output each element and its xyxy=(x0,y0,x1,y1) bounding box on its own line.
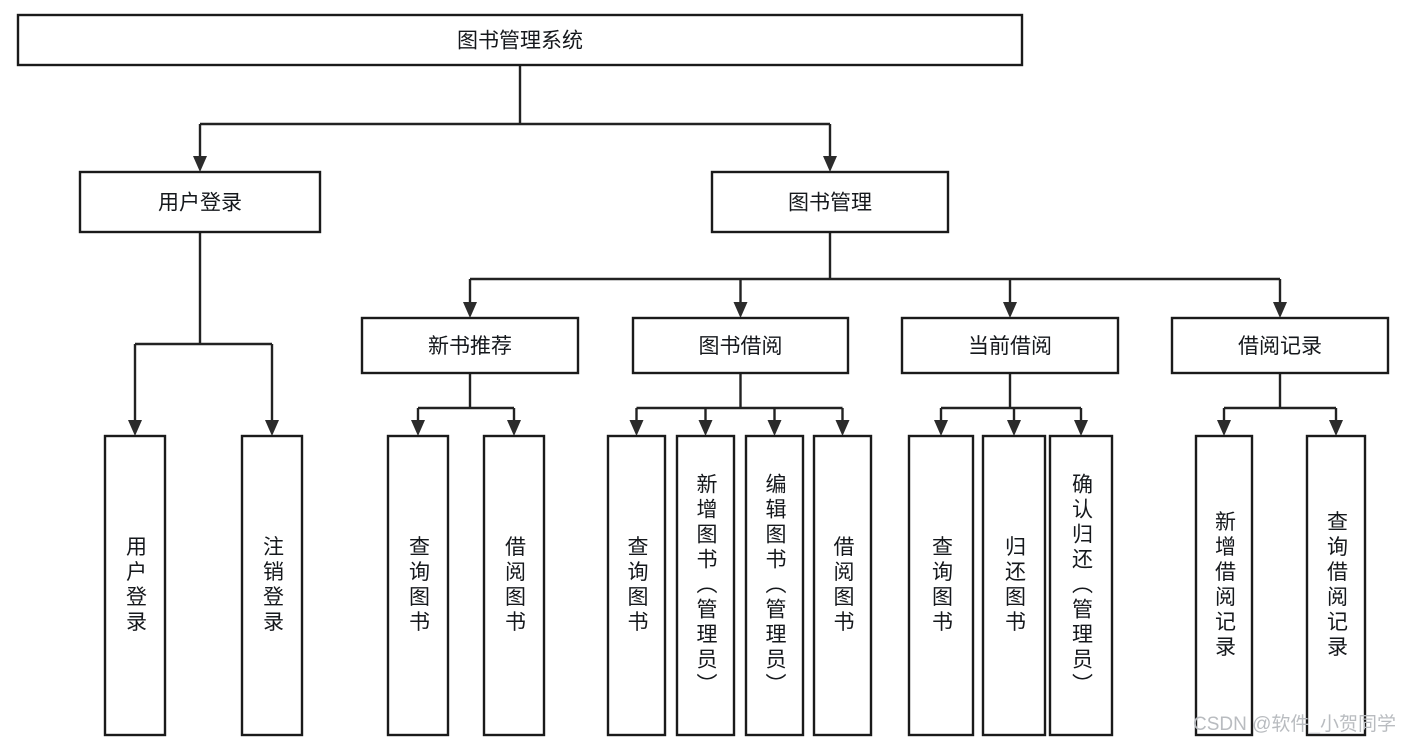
arrow-head-icon xyxy=(1003,302,1017,318)
node-leaf-add-borrow-record[interactable]: 新增借阅记录 xyxy=(1194,434,1254,737)
node-label-leaf-query-book-recommend: 查询图书 xyxy=(407,536,431,636)
node-label-leaf-return-book: 归还图书 xyxy=(1003,536,1027,636)
node-user-login[interactable]: 用户登录 xyxy=(78,170,322,234)
node-box-leaf-query-book-borrow xyxy=(606,434,667,737)
node-box-new-book-recommend xyxy=(360,316,580,375)
node-root[interactable]: 图书管理系统 xyxy=(16,13,1024,67)
arrow-head-icon xyxy=(835,420,850,436)
node-box-leaf-return-book xyxy=(981,434,1047,737)
node-label-leaf-borrow-book-recommend: 借阅图书 xyxy=(503,536,527,636)
csdn-watermark: CSDN @软件_小贺同学 xyxy=(1193,713,1396,735)
node-leaf-query-book-current[interactable]: 查询图书 xyxy=(907,434,975,737)
node-leaf-add-book[interactable]: 新增图书（管理员） xyxy=(675,434,736,737)
node-label-leaf-user-login: 用户登录 xyxy=(124,536,148,636)
node-label-leaf-add-book: 新增图书（管理员） xyxy=(694,473,718,698)
node-leaf-query-borrow-record[interactable]: 查询借阅记录 xyxy=(1305,434,1367,737)
node-box-leaf-add-book xyxy=(675,434,736,737)
connector-group-new-book-recommend xyxy=(411,373,521,436)
node-label-leaf-confirm-return: 确认归还（管理员） xyxy=(1070,473,1094,698)
node-box-book-borrow xyxy=(631,316,850,375)
node-leaf-logout[interactable]: 注销登录 xyxy=(240,434,304,737)
node-box-leaf-edit-book xyxy=(744,434,805,737)
node-label-leaf-query-book-borrow: 查询图书 xyxy=(625,536,649,636)
node-label-borrow-records: 借阅记录 xyxy=(1238,335,1322,358)
node-label-book-borrow: 图书借阅 xyxy=(699,335,783,358)
connector-group-current-borrow xyxy=(934,373,1088,436)
arrow-head-icon xyxy=(698,420,713,436)
node-box-leaf-user-login xyxy=(103,434,167,737)
arrow-head-icon xyxy=(1273,302,1287,318)
arrow-head-icon xyxy=(507,420,521,436)
node-leaf-return-book[interactable]: 归还图书 xyxy=(981,434,1047,737)
node-book-borrow[interactable]: 图书借阅 xyxy=(631,316,850,375)
node-label-leaf-add-borrow-record: 新增借阅记录 xyxy=(1213,511,1237,661)
arrow-head-icon xyxy=(823,156,837,172)
node-leaf-confirm-return[interactable]: 确认归还（管理员） xyxy=(1048,434,1114,737)
arrow-head-icon xyxy=(411,420,425,436)
node-label-new-book-recommend: 新书推荐 xyxy=(428,335,512,358)
node-current-borrow[interactable]: 当前借阅 xyxy=(900,316,1120,375)
node-box-borrow-records xyxy=(1170,316,1390,375)
node-leaf-user-login[interactable]: 用户登录 xyxy=(103,434,167,737)
node-box-leaf-logout xyxy=(240,434,304,737)
node-leaf-query-book-borrow[interactable]: 查询图书 xyxy=(606,434,667,737)
node-box-leaf-query-book-current xyxy=(907,434,975,737)
node-box-leaf-borrow-book-recommend xyxy=(482,434,546,737)
node-leaf-query-book-recommend[interactable]: 查询图书 xyxy=(386,434,450,737)
arrow-head-icon xyxy=(1074,420,1088,436)
arrow-head-icon xyxy=(1217,420,1231,436)
node-new-book-recommend[interactable]: 新书推荐 xyxy=(360,316,580,375)
arrow-head-icon xyxy=(463,302,477,318)
arrow-head-icon xyxy=(934,420,948,436)
node-leaf-borrow-book-recommend[interactable]: 借阅图书 xyxy=(482,434,546,737)
node-leaf-borrow-book[interactable]: 借阅图书 xyxy=(812,434,873,737)
arrow-head-icon xyxy=(733,302,748,318)
node-box-user-login xyxy=(78,170,322,234)
node-box-current-borrow xyxy=(900,316,1120,375)
arrow-head-icon xyxy=(1329,420,1343,436)
connector-group-book-management xyxy=(463,232,1287,318)
connector-group-user-login xyxy=(128,232,279,436)
node-label-leaf-edit-book: 编辑图书（管理员） xyxy=(763,473,787,698)
connector-group-book-borrow xyxy=(629,373,850,436)
node-label-current-borrow: 当前借阅 xyxy=(968,335,1052,358)
node-label-leaf-query-book-current: 查询图书 xyxy=(930,536,954,636)
arrow-head-icon xyxy=(767,420,782,436)
node-label-user-login: 用户登录 xyxy=(158,192,242,215)
node-label-root: 图书管理系统 xyxy=(457,30,583,53)
node-label-book-management: 图书管理 xyxy=(788,192,872,215)
arrow-head-icon xyxy=(265,420,279,436)
node-leaf-edit-book[interactable]: 编辑图书（管理员） xyxy=(744,434,805,737)
connector-group-root xyxy=(193,65,837,172)
arrow-head-icon xyxy=(193,156,207,172)
node-label-leaf-query-borrow-record: 查询借阅记录 xyxy=(1325,511,1349,661)
node-box-leaf-add-borrow-record xyxy=(1194,434,1254,737)
node-box-leaf-borrow-book xyxy=(812,434,873,737)
node-label-leaf-borrow-book: 借阅图书 xyxy=(831,536,855,636)
node-box-root xyxy=(16,13,1024,67)
arrow-head-icon xyxy=(629,420,644,436)
arrow-head-icon xyxy=(128,420,142,436)
node-box-leaf-confirm-return xyxy=(1048,434,1114,737)
node-book-management[interactable]: 图书管理 xyxy=(710,170,950,234)
connector-layer xyxy=(128,65,1343,436)
connector-group-borrow-records xyxy=(1217,373,1343,436)
arrow-head-icon xyxy=(1007,420,1021,436)
node-borrow-records[interactable]: 借阅记录 xyxy=(1170,316,1390,375)
node-layer: 图书管理系统用户登录图书管理新书推荐图书借阅当前借阅借阅记录用户登录注销登录查询… xyxy=(16,13,1390,737)
node-box-book-management xyxy=(710,170,950,234)
node-box-leaf-query-book-recommend xyxy=(386,434,450,737)
node-box-leaf-query-borrow-record xyxy=(1305,434,1367,737)
node-label-leaf-logout: 注销登录 xyxy=(261,536,285,636)
